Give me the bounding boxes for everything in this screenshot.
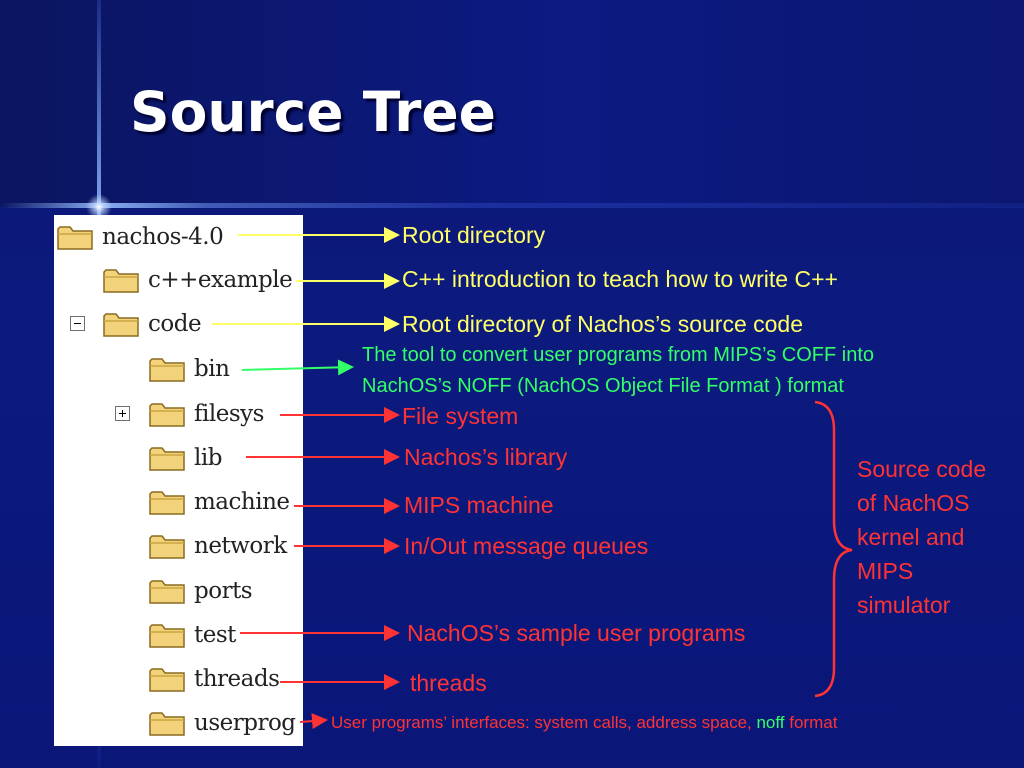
arrow-userprog [299,713,328,730]
tree-item-label: nachos-4.0 [102,224,224,250]
kernel-group-line3: kernel and [857,524,965,550]
folder-icon [149,447,185,471]
tree-item-threads[interactable]: threads [148,663,280,695]
label-threads: threads [410,670,487,696]
tree-item-label: lib [194,445,222,471]
tree-item-nachos[interactable]: nachos-4.0 [56,221,224,253]
tree-item-ports[interactable]: ports [148,575,253,607]
label-file-system: File system [402,403,519,429]
tree-item-filesys[interactable]: filesys [148,398,264,430]
label-kernel-group: Source code of NachOS kernel and MIPS si… [857,452,986,622]
folder-icon [149,580,185,604]
tree-item-bin[interactable]: bin [148,353,230,385]
kernel-group-line4: MIPS [857,558,914,584]
tree-item-label: userprog [194,710,296,736]
label-cpp-introduction: C++ introduction to teach how to write C… [402,266,838,292]
tree-item-label: bin [194,356,230,382]
label-mips-machine: MIPS machine [404,492,554,518]
label-message-queues: In/Out message queues [404,533,649,559]
label-bin-line1: The tool to convert user programs from M… [362,344,875,366]
label-sample-programs: NachOS’s sample user programs [407,620,746,646]
folder-icon [103,269,139,293]
tree-item-code[interactable]: code [102,308,202,340]
tree-item-label: threads [194,666,280,692]
label-userprog-part2: format [784,713,838,732]
tree-item-label: filesys [194,401,264,427]
label-userprog-noff: noff [756,713,785,732]
kernel-group-line1: Source code [857,456,987,482]
folder-icon [149,491,185,515]
expand-toggle-icon[interactable] [115,406,130,421]
kernel-group-line2: of NachOS [857,490,970,516]
folder-icon [149,624,185,648]
horizontal-glow-line [0,203,1024,208]
folder-icon [149,668,185,692]
tree-item-cppexample[interactable]: c++example [102,264,293,296]
label-library: Nachos’s library [404,444,568,470]
folder-icon [149,358,185,382]
tree-item-test[interactable]: test [148,619,236,651]
folder-icon [149,535,185,559]
label-userprog: User programs’ interfaces: system calls,… [331,713,837,733]
tree-item-label: machine [194,489,290,515]
tree-item-label: c++example [148,267,293,293]
collapse-toggle-icon[interactable] [70,316,85,331]
folder-icon [149,403,185,427]
label-bin-line2: NachOS’s NOFF (NachOS Object File Format… [362,375,844,397]
tree-item-userprog[interactable]: userprog [148,707,296,739]
label-userprog-part1: User programs’ interfaces: system calls,… [331,713,757,732]
tree-item-label: test [194,622,236,648]
slide-title: Source Tree [130,80,496,144]
tree-item-network[interactable]: network [148,530,287,562]
folder-icon [57,226,93,250]
directory-tree: nachos-4.0 c++example code bin filesys l… [54,215,303,746]
tree-item-machine[interactable]: machine [148,486,290,518]
folder-icon [149,712,185,736]
tree-item-label: ports [194,578,253,604]
curly-brace [814,400,853,698]
label-root-directory: Root directory [402,222,546,248]
arrow-bin [241,359,354,376]
title-band [0,0,1024,207]
tree-item-label: network [194,533,287,559]
tree-item-label: code [148,311,202,337]
folder-icon [103,313,139,337]
label-source-code-root: Root directory of Nachos’s source code [402,311,803,337]
kernel-group-line5: simulator [857,592,951,618]
tree-item-lib[interactable]: lib [148,442,222,474]
